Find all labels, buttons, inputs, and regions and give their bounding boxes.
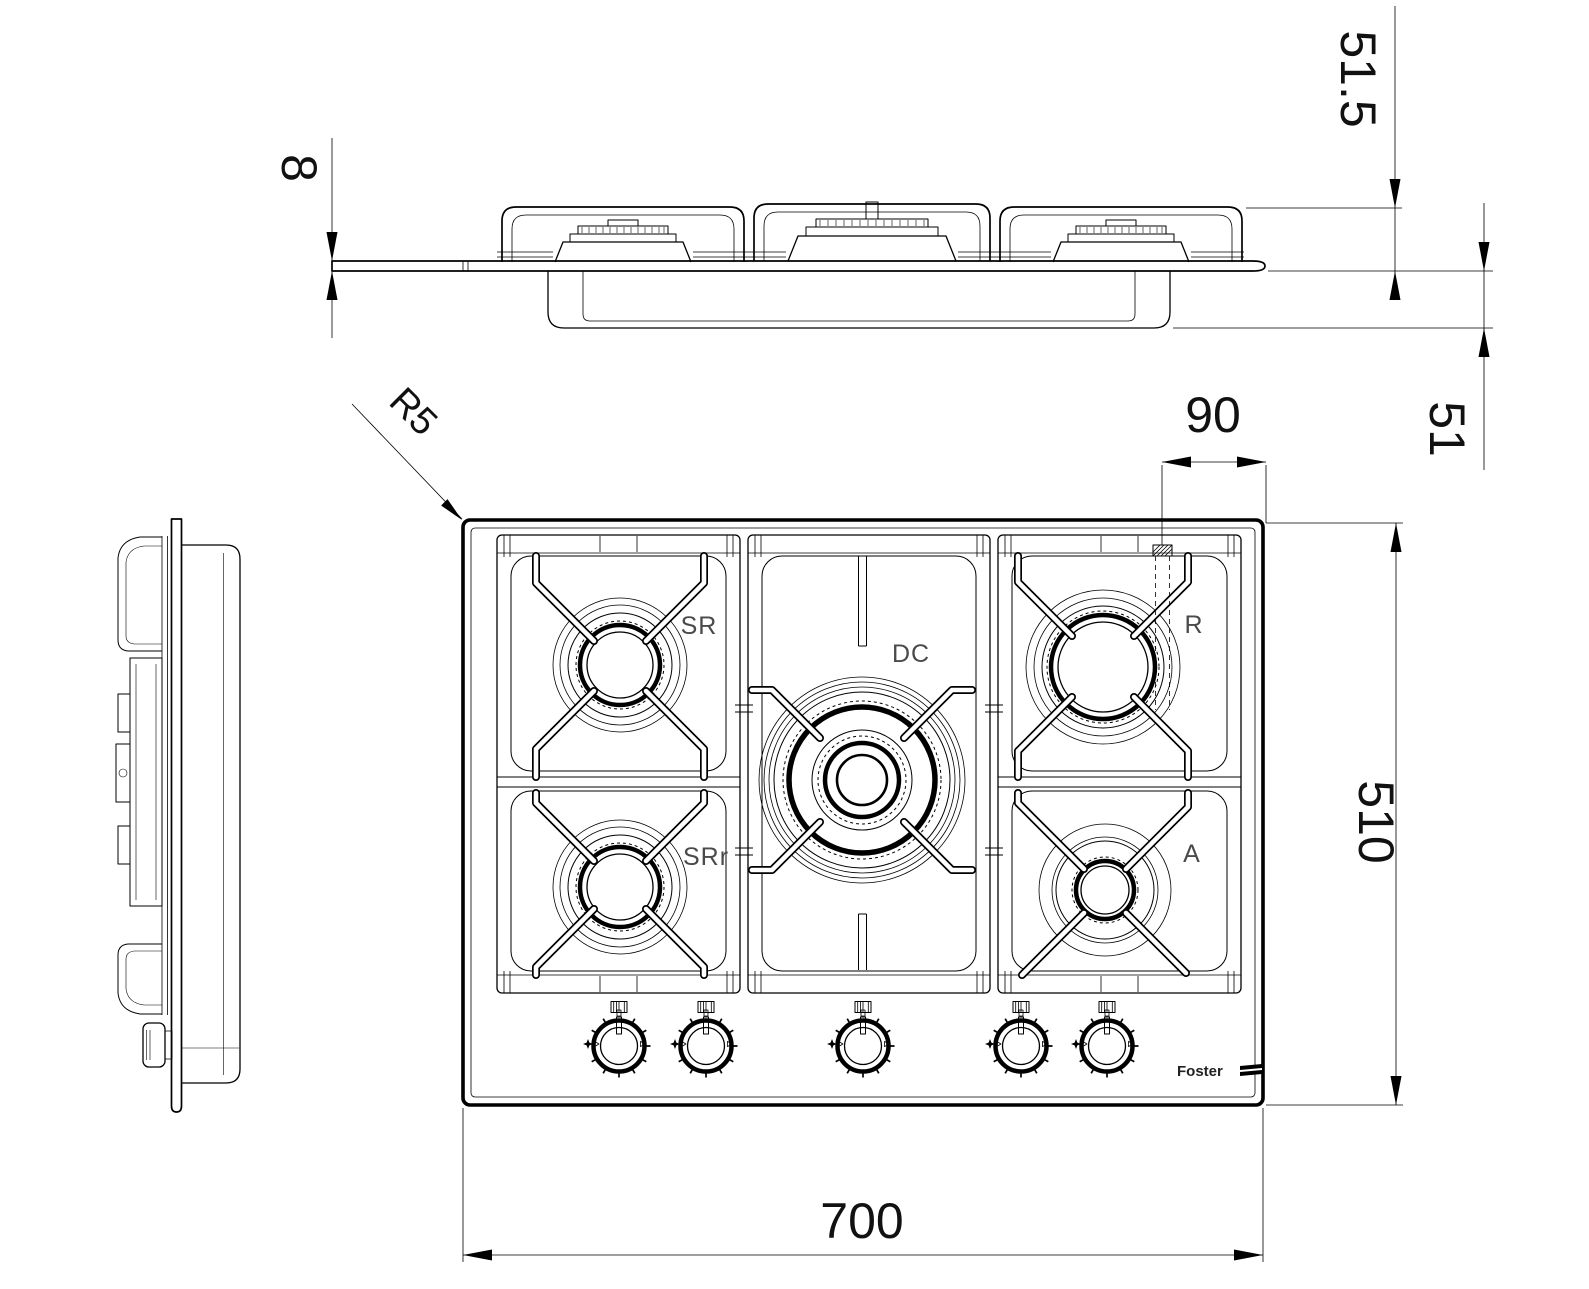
side-elevation-view (115, 518, 241, 1113)
label-burner-a: A (1183, 840, 1201, 868)
label-burner-srr: SRr (683, 843, 729, 871)
dim-text-51-5: 51.5 (1330, 30, 1386, 127)
dim-glass-thickness: 8 (271, 138, 338, 338)
knob-side-profile (142, 1022, 173, 1068)
label-burner-dc: DC (892, 640, 930, 668)
cutout-reference-hatch (1152, 544, 1173, 710)
knob-r (985, 1010, 1053, 1078)
dim-built-in-depth: 51 (1173, 203, 1493, 470)
glass-panel-front (331, 260, 1266, 272)
burner-a (1014, 789, 1192, 979)
dim-text-90: 90 (1185, 387, 1241, 443)
knob-dc (827, 1010, 895, 1078)
dim-text-510: 510 (1348, 780, 1404, 863)
dim-burner-offset: 90 (1161, 387, 1267, 545)
burner-cluster-right (999, 206, 1243, 263)
label-burner-sr: SR (681, 612, 718, 640)
housing-front (547, 271, 1171, 329)
brand-logo: Foster (1177, 1063, 1263, 1080)
dim-overall-height: 51.5 (1246, 6, 1402, 300)
dim-hob-width: 700 (462, 1108, 1264, 1262)
knob-sr (583, 1010, 651, 1078)
knob-a (1071, 1010, 1139, 1078)
dim-text-51: 51 (1419, 401, 1475, 457)
burner-selector-icon (1098, 1001, 1116, 1013)
label-burner-r: R (1184, 611, 1203, 639)
dim-text-700: 700 (820, 1193, 903, 1249)
burner-sr (532, 552, 708, 781)
burner-cluster-left (501, 206, 745, 263)
burner-dc (748, 676, 976, 884)
burner-cluster-center (753, 201, 991, 262)
knob-srr (670, 1010, 738, 1078)
burner-selector-icon (1012, 1001, 1030, 1013)
brand-logo-text: Foster (1177, 1063, 1223, 1080)
housing-side (181, 544, 241, 1084)
burner-selector-icon (610, 1001, 628, 1013)
burner-selector-icon (697, 1001, 715, 1013)
burner-r (1014, 552, 1192, 781)
hob-outline (461, 518, 1265, 1107)
dimensions: 8 51.5 51 90 R5 (271, 6, 1493, 1262)
plan-view: SR SRr DC R A Foster (461, 518, 1265, 1107)
dim-text-8: 8 (271, 154, 327, 182)
pan-support-center-section (747, 534, 991, 994)
dim-text-r5: R5 (381, 380, 445, 444)
burner-srr (532, 789, 708, 979)
front-elevation-view (331, 201, 1266, 329)
control-knob-row (583, 1001, 1139, 1078)
brand-flag-icon (1239, 1064, 1263, 1076)
pan-support-right-section (997, 534, 1242, 994)
glass-panel-side (170, 518, 183, 1113)
burner-selector-icon (854, 1001, 872, 1013)
dim-corner-radius: R5 (351, 380, 463, 520)
dim-hob-depth: 510 (1266, 522, 1404, 1106)
